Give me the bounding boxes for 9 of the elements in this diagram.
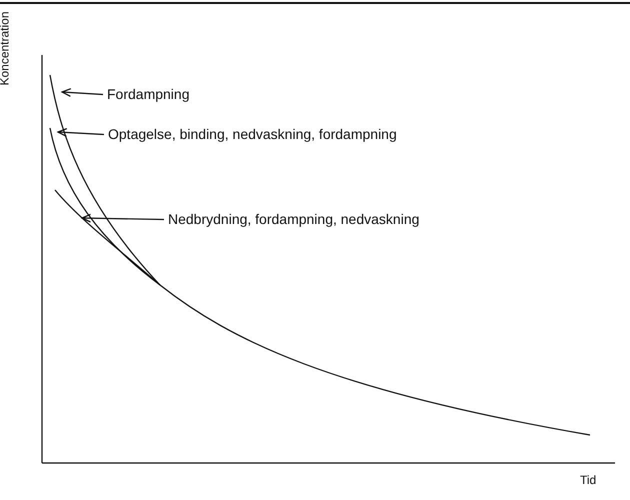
process-label: Fordampning	[107, 86, 190, 103]
leader-arrow	[61, 88, 104, 97]
process-label: Nedbrydning, fordampning, nedvaskning	[168, 211, 420, 228]
decay-curve	[54, 190, 590, 436]
process-label: Optagelse, binding, nedvaskning, fordampning	[108, 126, 397, 143]
leader-arrow	[57, 128, 104, 137]
axis-title: Tid	[580, 472, 596, 489]
leader-arrow	[81, 214, 164, 223]
axis-title: Koncentration	[0, 11, 13, 86]
